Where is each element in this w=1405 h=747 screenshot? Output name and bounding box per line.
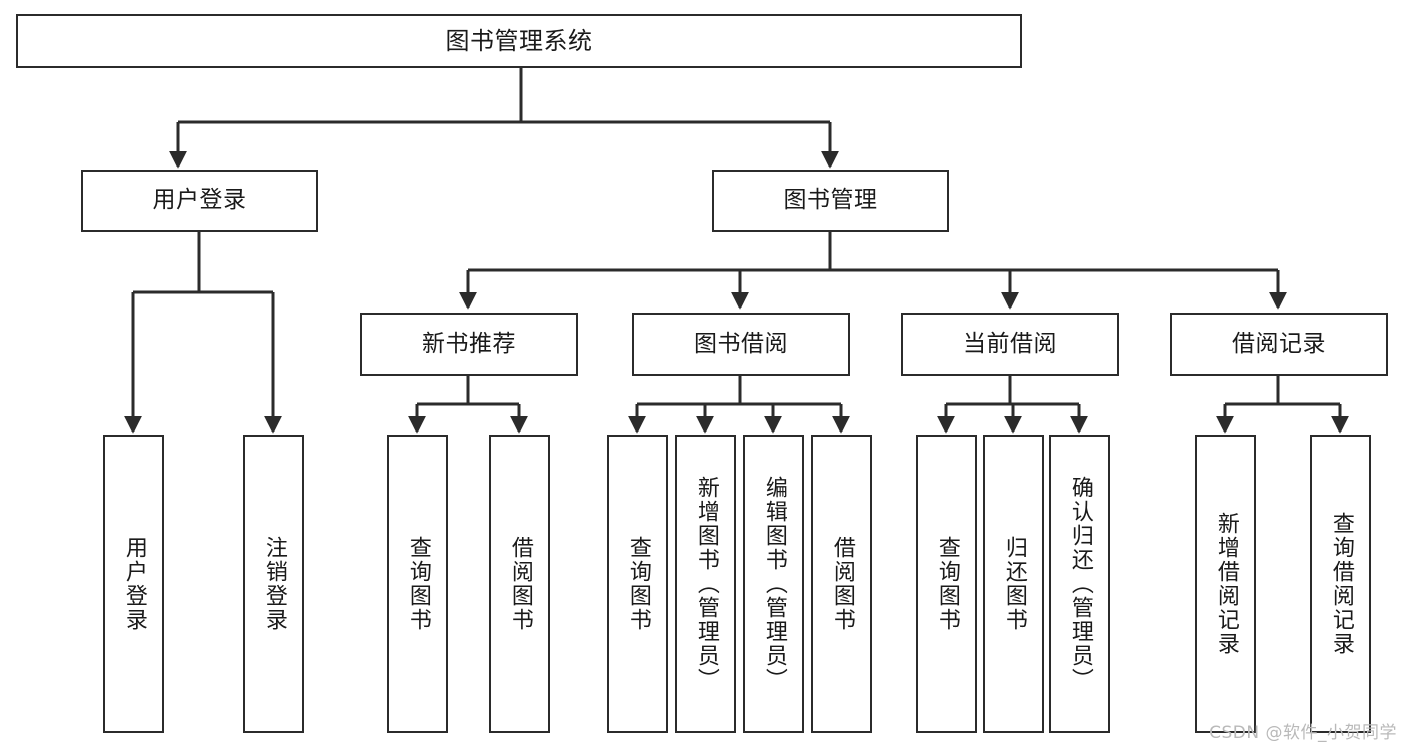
node-leaf-confirm-return-label: 确认归还（管理员） bbox=[1067, 476, 1093, 692]
node-leaf-borrow-book-1-label: 借阅图书 bbox=[507, 536, 533, 632]
node-book-borrow[interactable]: 图书借阅 bbox=[632, 313, 850, 376]
node-book-borrow-label: 图书借阅 bbox=[694, 330, 788, 357]
node-leaf-return-book[interactable]: 归还图书 bbox=[983, 435, 1044, 733]
node-leaf-query-record[interactable]: 查询借阅记录 bbox=[1310, 435, 1371, 733]
node-leaf-borrow-book-1[interactable]: 借阅图书 bbox=[489, 435, 550, 733]
node-root[interactable]: 图书管理系统 bbox=[16, 14, 1022, 68]
node-borrow-record[interactable]: 借阅记录 bbox=[1170, 313, 1388, 376]
node-leaf-query-book-1-label: 查询图书 bbox=[405, 536, 431, 632]
node-leaf-add-record-label: 新增借阅记录 bbox=[1213, 512, 1239, 656]
node-new-book-rec-label: 新书推荐 bbox=[422, 330, 516, 357]
node-new-book-rec[interactable]: 新书推荐 bbox=[360, 313, 578, 376]
node-current-borrow-label: 当前借阅 bbox=[963, 330, 1057, 357]
node-leaf-borrow-book-2[interactable]: 借阅图书 bbox=[811, 435, 872, 733]
csdn-watermark: CSDN @软件_小贺同学 bbox=[1209, 723, 1397, 743]
node-book-manage-label: 图书管理 bbox=[783, 187, 878, 214]
node-leaf-add-record[interactable]: 新增借阅记录 bbox=[1195, 435, 1256, 733]
node-leaf-query-book-2-label: 查询图书 bbox=[625, 536, 651, 632]
node-leaf-edit-book[interactable]: 编辑图书（管理员） bbox=[743, 435, 804, 733]
node-leaf-query-record-label: 查询借阅记录 bbox=[1328, 512, 1354, 656]
node-leaf-query-book-3[interactable]: 查询图书 bbox=[916, 435, 977, 733]
node-book-manage[interactable]: 图书管理 bbox=[712, 170, 949, 232]
node-leaf-return-book-label: 归还图书 bbox=[1001, 536, 1027, 632]
node-user-login-label: 用户登录 bbox=[152, 187, 247, 214]
node-leaf-user-logout[interactable]: 注销登录 bbox=[243, 435, 304, 733]
node-leaf-edit-book-label: 编辑图书（管理员） bbox=[761, 476, 787, 692]
node-leaf-user-logout-label: 注销登录 bbox=[261, 536, 287, 632]
node-user-login[interactable]: 用户登录 bbox=[81, 170, 318, 232]
node-leaf-query-book-2[interactable]: 查询图书 bbox=[607, 435, 668, 733]
node-leaf-user-login[interactable]: 用户登录 bbox=[103, 435, 164, 733]
node-leaf-user-login-label: 用户登录 bbox=[121, 536, 147, 632]
node-current-borrow[interactable]: 当前借阅 bbox=[901, 313, 1119, 376]
node-root-label: 图书管理系统 bbox=[445, 26, 593, 55]
node-borrow-record-label: 借阅记录 bbox=[1232, 330, 1326, 357]
node-leaf-borrow-book-2-label: 借阅图书 bbox=[829, 536, 855, 632]
node-leaf-add-book-label: 新增图书（管理员） bbox=[693, 476, 719, 692]
node-leaf-query-book-1[interactable]: 查询图书 bbox=[387, 435, 448, 733]
node-leaf-query-book-3-label: 查询图书 bbox=[934, 536, 960, 632]
node-leaf-add-book[interactable]: 新增图书（管理员） bbox=[675, 435, 736, 733]
node-leaf-confirm-return[interactable]: 确认归还（管理员） bbox=[1049, 435, 1110, 733]
